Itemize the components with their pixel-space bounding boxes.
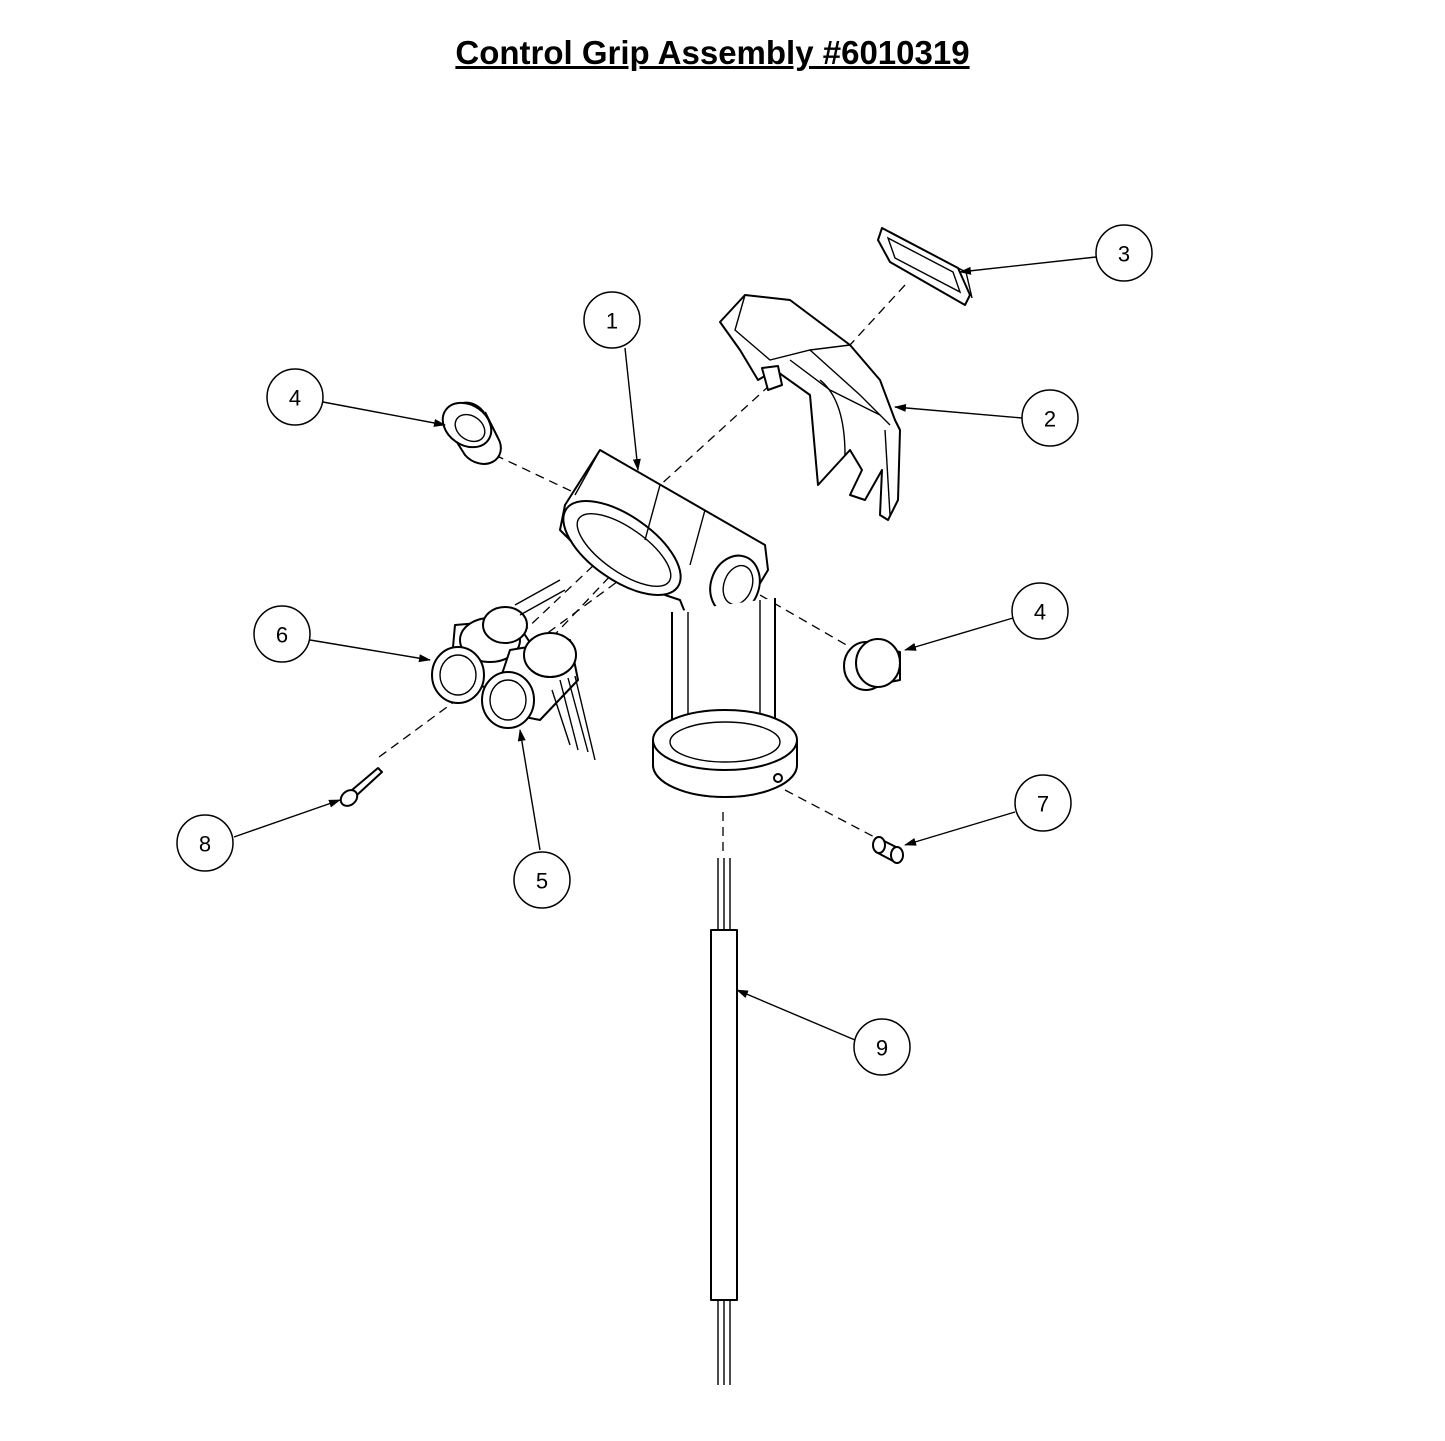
callout-9-label: 9 [876,1036,888,1061]
callout-8: 8 [176,814,234,872]
part-2-trigger-housing [719,294,901,521]
callout-4b: 4 [1011,582,1069,640]
callout-7-label: 7 [1037,792,1049,817]
callout-1: 1 [583,291,641,349]
callout-7: 7 [1014,774,1072,832]
part-7-set-screw [872,836,904,864]
callout-5-label: 5 [536,869,548,894]
part-9-cable [710,858,738,1385]
part-4-bushing-left [441,401,502,465]
leader-arrows [233,256,1097,1041]
callout-5: 5 [513,851,571,909]
callout-8-label: 8 [199,832,211,857]
callout-4a: 4 [266,368,324,426]
part-5-push-button [481,632,596,761]
part-1-grip-body [559,449,798,798]
callout-3: 3 [1095,224,1153,282]
part-3-end-cap [877,227,973,306]
diagram-title: Control Grip Assembly #6010319 [455,34,970,71]
callout-4b-label: 4 [1034,600,1046,625]
callout-6: 6 [253,605,311,663]
callout-4a-label: 4 [289,386,301,411]
callout-2-label: 2 [1044,407,1056,432]
callout-1-label: 1 [606,309,618,334]
callout-6-label: 6 [276,623,288,648]
part-8-screw [339,767,383,807]
part-4-plug-right [843,638,901,691]
callout-3-label: 3 [1118,242,1130,267]
callout-9: 9 [853,1018,911,1076]
callout-2: 2 [1021,389,1079,447]
